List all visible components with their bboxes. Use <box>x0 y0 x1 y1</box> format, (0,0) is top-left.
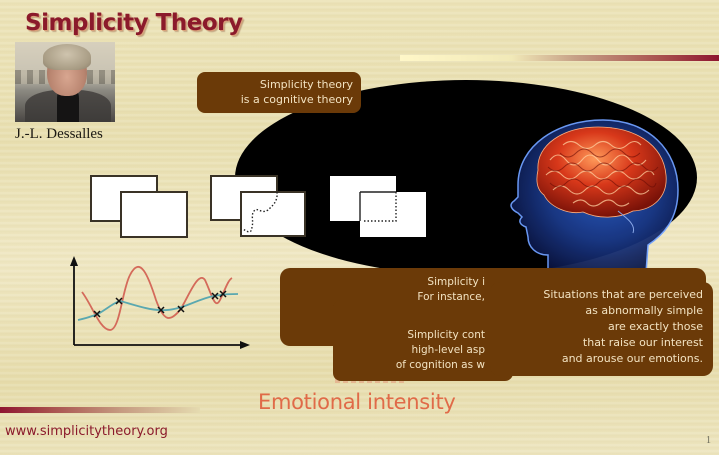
callout-line: are exactly those <box>607 320 703 333</box>
callout-simplicity-background-lower <box>333 300 513 381</box>
callout-abnormally-simple: Situations that are perceived as abnorma… <box>490 282 713 376</box>
bottom-decorative-bar <box>0 407 200 413</box>
callout-line: Situations that are perceived <box>543 288 703 301</box>
callout-line: and arouse our emotions. <box>561 352 703 365</box>
rectangle-2b <box>240 191 306 237</box>
callout-line: Simplicity theory <box>259 78 353 91</box>
brain-icon <box>510 119 679 274</box>
callout-line: is a cognitive theory <box>240 93 353 106</box>
callout-line: of cognition as w <box>395 359 485 371</box>
author-name: J.-L. Dessalles <box>15 126 103 142</box>
slide-title: Simplicity Theory <box>25 10 243 36</box>
callout-line: Simplicity i <box>427 276 485 288</box>
callout-partial-text-bottom: Simplicity cont high-level asp of cognit… <box>333 328 485 373</box>
rectangle-3b <box>360 192 426 237</box>
photo-collar <box>57 88 79 122</box>
callout-cognitive-theory: Simplicity theory is a cognitive theory <box>197 72 361 113</box>
top-decorative-bar <box>400 55 719 61</box>
rectangle-1b <box>120 191 188 238</box>
callout-line: that raise our interest <box>582 336 703 349</box>
page-number: 1 <box>706 435 711 446</box>
brain-head-illustration <box>478 115 693 275</box>
callout-line: Simplicity cont <box>407 329 485 341</box>
callout-line: high-level asp <box>411 344 485 356</box>
callout-line: For instance, <box>417 291 485 303</box>
emotional-intensity-label: Emotional intensity <box>258 390 456 414</box>
photo-hair <box>43 44 91 70</box>
callout-partial-text-top: Simplicity i For instance, <box>333 275 485 305</box>
curve-fitting-graph-icon <box>70 256 250 349</box>
author-photo <box>15 42 115 122</box>
callout-line: as abnormally simple <box>585 304 703 317</box>
website-url[interactable]: www.simplicitytheory.org <box>5 424 168 439</box>
